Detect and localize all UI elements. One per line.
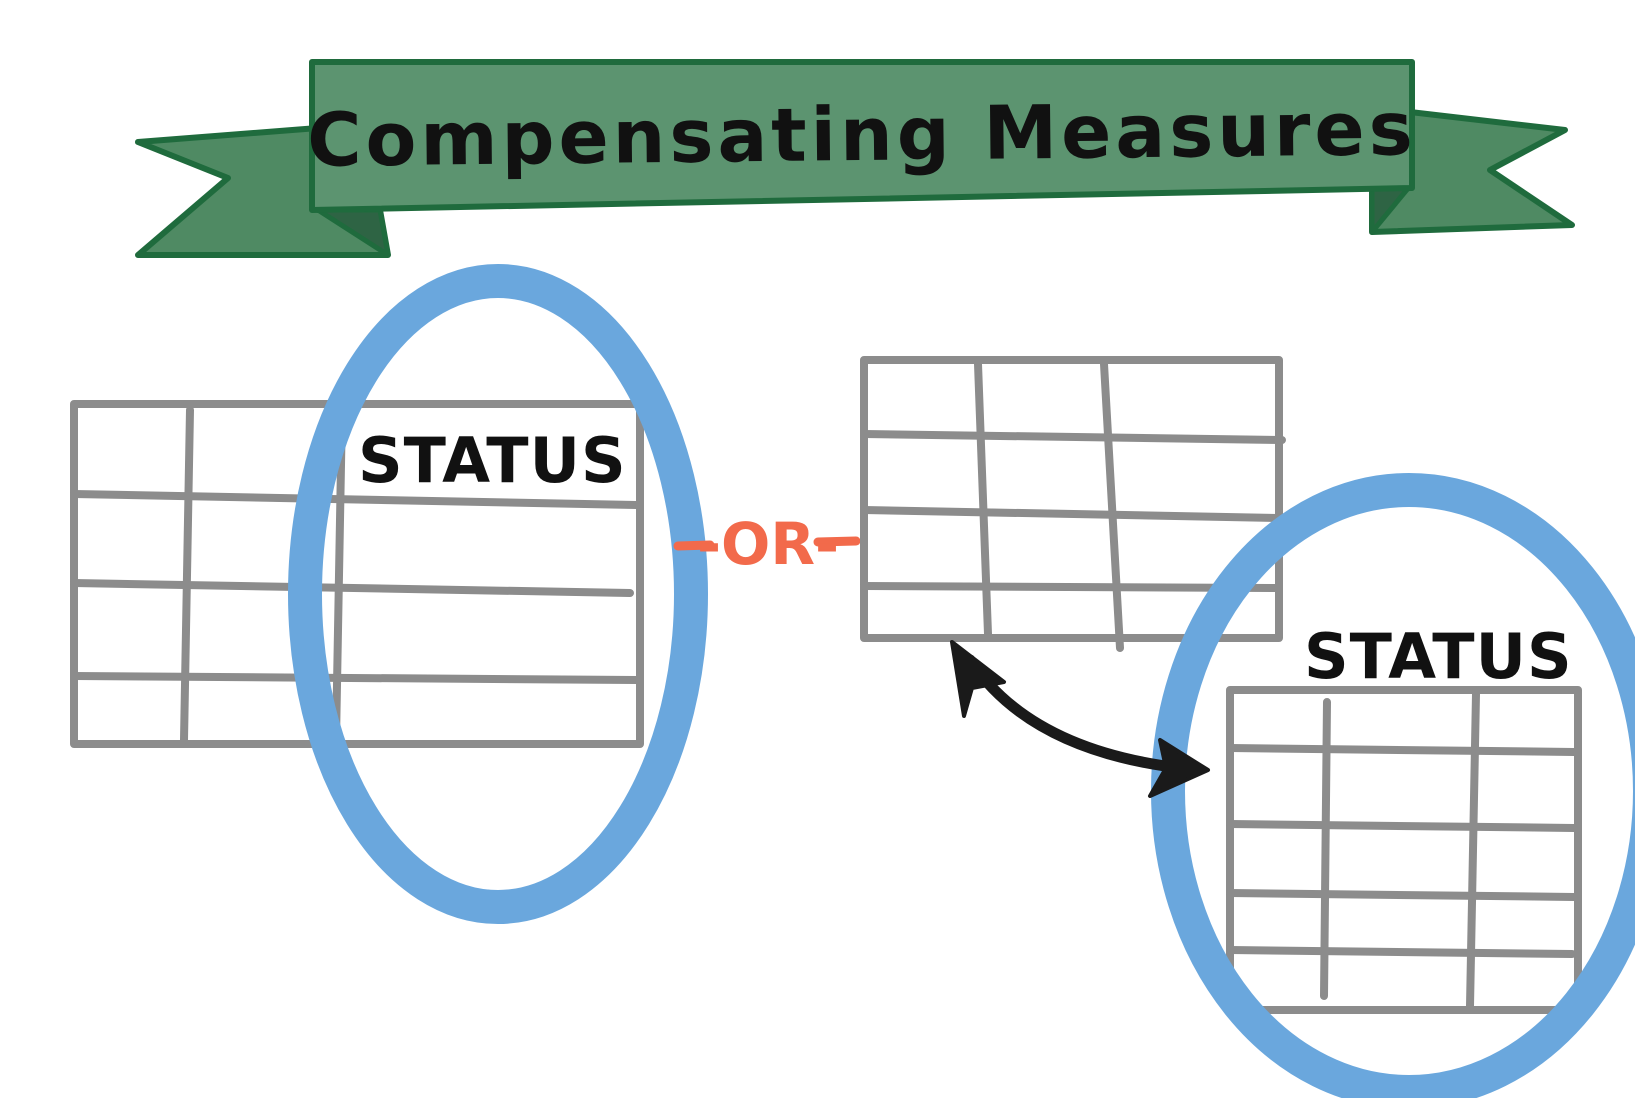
arrow-head-top (950, 640, 1006, 718)
left-highlight-ellipse (288, 264, 708, 924)
banner-body (309, 59, 1415, 213)
right-bottom-table-row-line (1226, 889, 1578, 901)
or-connector: -OR- (673, 510, 861, 578)
right-highlight-ellipse (1151, 473, 1635, 1102)
or-dash-left (673, 540, 715, 551)
right-bottom-table (1226, 686, 1582, 1014)
or-label: -OR- (697, 510, 839, 578)
right-table-status-label: STATUS (1304, 620, 1573, 693)
relationship-arrow (950, 640, 1210, 798)
arrow-head-bottom (1148, 738, 1210, 798)
left-table-header-label: STATUS (358, 424, 627, 497)
right-top-table-row-line (860, 582, 1283, 592)
left-table-row-line (70, 490, 640, 509)
left-table-row-line (70, 579, 634, 597)
arrow-shaft (964, 654, 1186, 774)
right-bottom-table-col-line (1466, 690, 1480, 1010)
right-bottom-table-frame (1226, 686, 1582, 1014)
right-top-table-row-line (860, 506, 1283, 522)
right-bottom-table-row-line (1226, 820, 1578, 832)
right-top-table (860, 356, 1286, 652)
or-dash-right (813, 536, 861, 547)
right-top-table-row-line (860, 430, 1286, 444)
left-table-col-line (332, 406, 346, 744)
right-bottom-table-row-line (1226, 946, 1576, 958)
banner-title: Compensating Measures (307, 86, 1417, 184)
right-top-table-frame (860, 356, 1283, 642)
right-bottom-table-col-line (1320, 698, 1331, 1000)
left-table-row-line (70, 672, 640, 684)
right-top-table-col-line (974, 360, 992, 638)
left-table-header-cell (346, 412, 633, 498)
left-table-col-line (180, 406, 194, 744)
right-top-table-col-line (1100, 360, 1124, 652)
title-banner: Compensating Measures (135, 59, 1575, 258)
right-bottom-table-row-line (1226, 744, 1578, 756)
